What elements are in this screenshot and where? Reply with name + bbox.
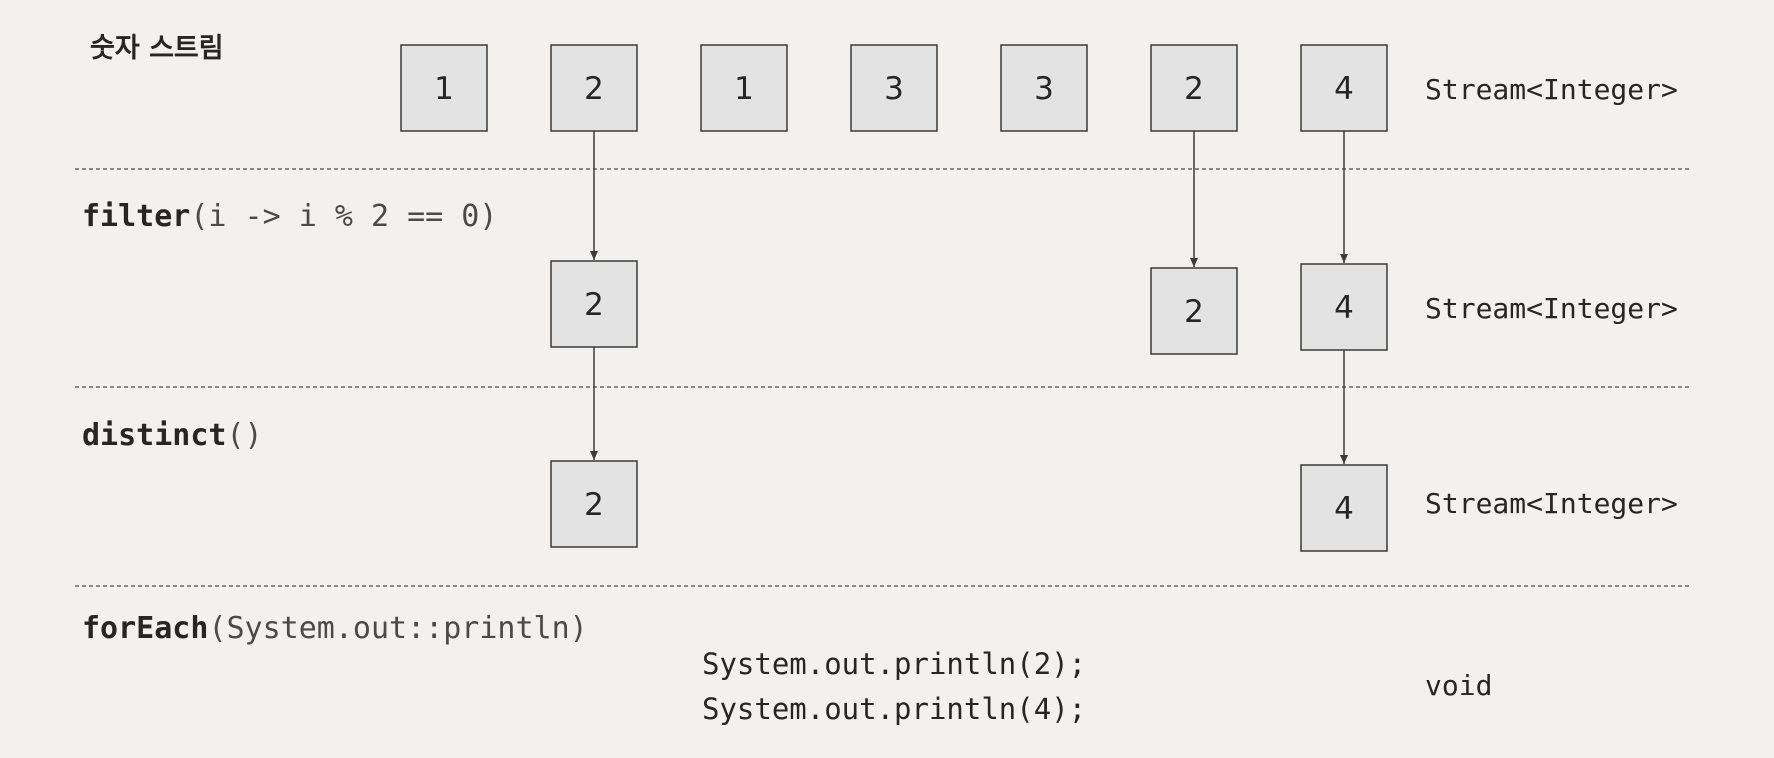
stream-element-value: 4: [1334, 71, 1354, 107]
boxes-layer: 1 2 1 3 3 2 4 2 2 4 2 4: [400, 44, 1388, 552]
stream-element-box: 2: [1150, 267, 1238, 355]
stream-element-rect: [1150, 267, 1238, 355]
stream-element-value: 2: [584, 487, 604, 523]
stream-element-box: 2: [550, 260, 638, 348]
stream-element-box: 2: [550, 44, 638, 132]
stream-element-value: 1: [434, 71, 454, 107]
stage-1-type: Stream<Integer>: [1425, 292, 1678, 325]
stream-element-rect: [850, 44, 938, 132]
stage-2-operation: distinct(): [82, 418, 263, 453]
stream-element-rect: [550, 260, 638, 348]
stage-0-type: Stream<Integer>: [1425, 73, 1678, 106]
stage-3-type: void: [1425, 669, 1492, 702]
output-line-1: System.out.println(4);: [702, 692, 1086, 726]
stage-0-label: 숫자 스트림: [90, 33, 224, 64]
stage-2-type: Stream<Integer>: [1425, 487, 1678, 520]
stream-element-rect: [700, 44, 788, 132]
stream-element-box: 4: [1300, 464, 1388, 552]
stream-element-box: 4: [1300, 44, 1388, 132]
stream-element-value: 2: [1184, 71, 1204, 107]
stream-element-box: 3: [850, 44, 938, 132]
stream-element-box: 3: [1000, 44, 1088, 132]
stream-element-box: 1: [400, 44, 488, 132]
distinct-operation-args: (): [227, 418, 263, 453]
stream-element-box: 2: [1150, 44, 1238, 132]
stream-element-rect: [1300, 44, 1388, 132]
stream-element-rect: [400, 44, 488, 132]
output-line-0: System.out.println(2);: [702, 647, 1086, 681]
stream-element-box: 4: [1300, 263, 1388, 351]
filter-operation-name: filter: [82, 199, 190, 234]
stream-element-value: 2: [584, 71, 604, 107]
stream-element-value: 1: [734, 71, 754, 107]
stream-element-value: 4: [1334, 290, 1354, 326]
stream-element-rect: [1000, 44, 1088, 132]
filter-operation-args: (i -> i % 2 == 0): [190, 199, 497, 234]
stream-element-value: 2: [584, 287, 604, 323]
stream-element-value: 4: [1334, 491, 1354, 527]
stream-element-rect: [1150, 44, 1238, 132]
stage-3-operation: forEach(System.out::println): [82, 611, 588, 646]
stream-element-box: 2: [550, 460, 638, 548]
stream-element-rect: [550, 44, 638, 132]
distinct-operation-name: distinct: [82, 418, 227, 453]
foreach-operation-args: (System.out::println): [208, 611, 587, 646]
stream-element-box: 1: [700, 44, 788, 132]
stream-element-value: 3: [1034, 71, 1054, 107]
stage-1-operation: filter(i -> i % 2 == 0): [82, 199, 497, 234]
stream-element-value: 2: [1184, 294, 1204, 330]
foreach-operation-name: forEach: [82, 611, 208, 646]
stream-element-rect: [1300, 263, 1388, 351]
stream-element-value: 3: [884, 71, 904, 107]
stream-element-rect: [1300, 464, 1388, 552]
arrows-layer: [590, 131, 1348, 464]
stream-element-rect: [550, 460, 638, 548]
